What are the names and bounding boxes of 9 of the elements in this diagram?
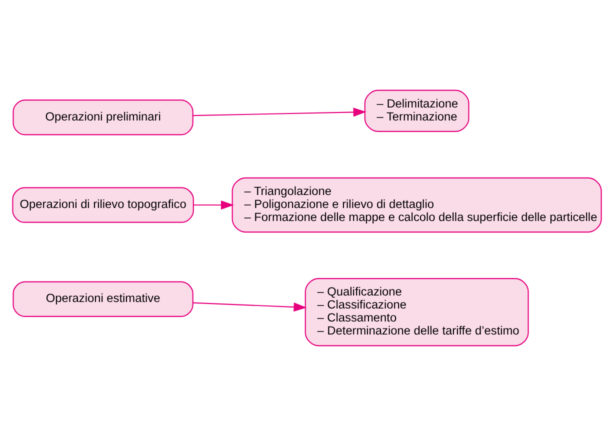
node-box: Operazioni estimative xyxy=(12,280,194,316)
arrow xyxy=(193,107,366,116)
arrow xyxy=(193,200,234,210)
node-box: Operazioni di rilievo topografico xyxy=(12,186,194,222)
arrow xyxy=(192,302,307,312)
node-box: – Qualificazione – Classificazione – Classamento – Determinazione delle tariffe d’estimo xyxy=(304,278,529,346)
node-box: Operazioni preliminari xyxy=(12,99,194,135)
node-box: – Triangolazione – Poligonazione e rilievo di dettaglio – Formazione delle mappe e calcolo della superficie delle particelle xyxy=(232,176,602,232)
node-box: – Delimitazione – Terminazione xyxy=(364,89,470,132)
